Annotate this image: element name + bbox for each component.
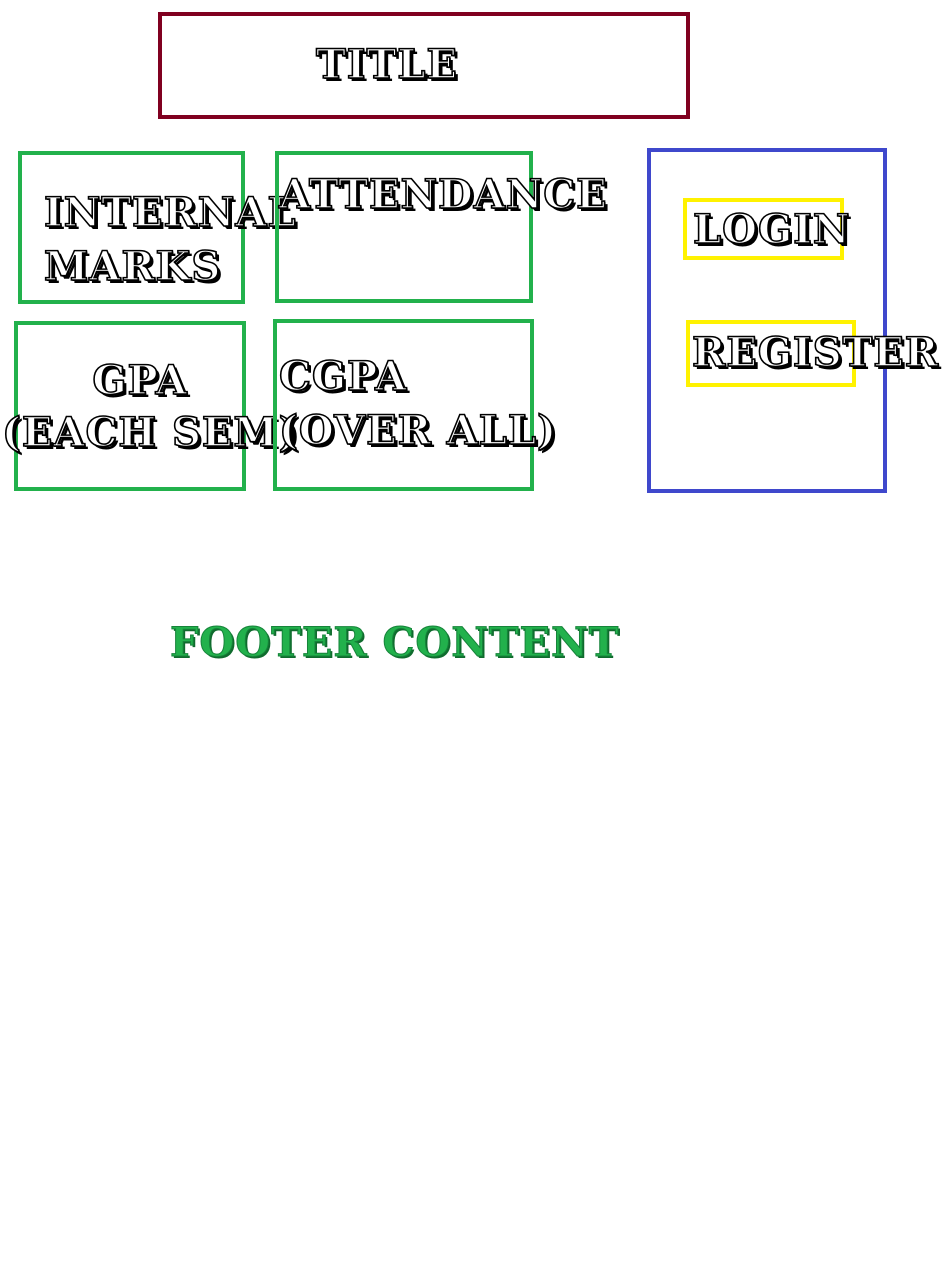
login-button-label: LOGIN (692, 205, 851, 254)
page-title: TITLE (315, 40, 458, 89)
register-button-label: REGISTER (691, 328, 939, 377)
cgpa-label-line2: (OVER ALL) (278, 406, 557, 455)
internal-marks-label-line2: MARKS (43, 242, 222, 291)
cgpa-label-line1: CGPA (278, 352, 408, 401)
internal-marks-label-line1: INTERNAL (43, 188, 297, 237)
register-button[interactable] (686, 320, 856, 387)
gpa-label-line2: (EACH SEM) (1, 408, 299, 457)
footer-content: FOOTER CONTENT (169, 619, 620, 667)
cgpa-card[interactable] (273, 319, 534, 491)
gpa-card[interactable] (14, 321, 246, 491)
internal-marks-card[interactable] (18, 151, 245, 304)
attendance-card[interactable] (275, 151, 533, 303)
gpa-label-line1: GPA (92, 356, 188, 405)
attendance-label: ATTENDANCE (278, 170, 608, 219)
login-button[interactable] (683, 198, 844, 260)
auth-panel (647, 148, 887, 493)
title-box (158, 12, 690, 119)
